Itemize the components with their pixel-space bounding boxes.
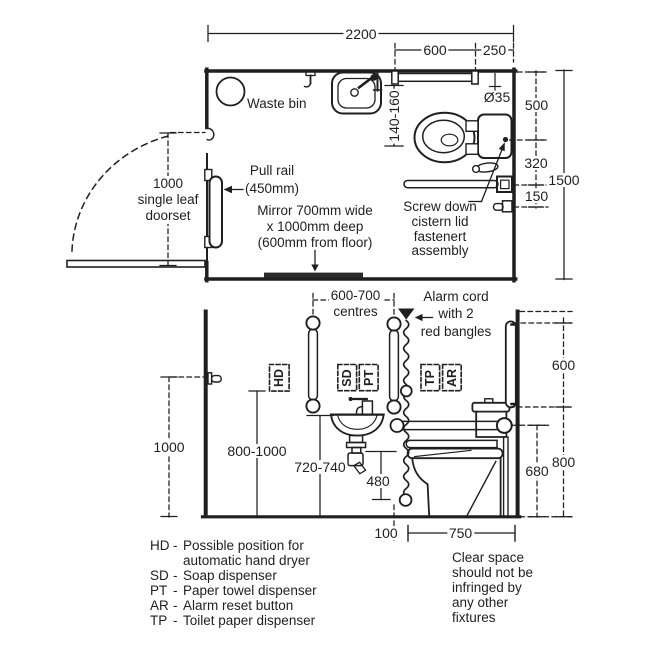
legend-row-sd: SD-Soap dispenser [150,567,277,583]
dim-overall-width: 2200 [343,25,379,42]
hand-dryer-box-label: HD [272,368,287,388]
pull-rail-label: Pull rail (450mm) [244,163,300,196]
waste-bin-icon [215,76,246,107]
legend: HD-Possible position for automatic hand … [150,538,317,628]
pull-rail-icon [204,168,223,249]
dim-elev-600: 600 [549,357,578,373]
mirror-label: Mirror 700mm wide x 1000mm deep (600mm f… [257,202,373,251]
legend-row-ar: AR-Alarm reset button [150,597,294,613]
dim-rail-height: 800-1000 [225,443,289,459]
clear-space-note: Clear space should not be infringed by a… [452,549,534,625]
paper-towel-box-label: PT [361,369,376,386]
alarm-reset-box-label: AR [444,368,459,387]
plan-walls [204,67,518,283]
soap-dispenser-box-label: SD [340,368,355,387]
centres-dim-label: 600-700 centres [328,287,383,321]
drop-down-rail-plan-icon [403,175,513,213]
door-label: 1000 single leaf doorset [135,175,201,224]
vertical-grab-rails-icon [305,315,402,415]
legend-row-pt: PT-Paper towel dispenser [150,582,317,598]
alarm-cord-label: Alarm cord with 2 red bangles [420,289,492,339]
wall-rail-elevation-icon [504,320,519,409]
fixture-position-boxes [268,363,463,392]
dim-cord-height: 480 [364,473,392,489]
toilet-paper-box-label: TP [423,369,438,386]
dim-elev-680: 680 [523,463,551,479]
dim-rail-diameter: Ø35 [483,89,511,105]
basin-plan-icon [331,70,383,115]
legend-row-tp: TP-Toilet paper dispenser [150,612,316,628]
drop-down-rail-elevation-icon [389,417,513,449]
dim-pan-gap: 140-160 [386,88,402,144]
dim-corner: 250 [480,42,509,58]
grab-rail-600-icon [391,70,502,91]
dim-clear-100: 100 [372,525,400,541]
mirror-icon [264,272,363,278]
toilet-plan-icon [413,111,513,174]
toilet-elevation-icon [406,398,511,517]
dim-right-500: 500 [522,97,551,113]
dim-basin-height: 720-740 [292,458,348,475]
dim-right-320: 320 [522,155,550,171]
alarm-cord-icon [398,308,434,507]
dim-right-150: 150 [522,188,551,204]
plan-leader-arrows [223,142,505,272]
dim-door-handle-height: 1000 [151,439,187,455]
legend-row-hd-cont: automatic hand dryer [183,552,310,568]
dim-elev-800: 800 [549,454,578,470]
basin-elevation-icon [329,396,385,475]
dim-rail-offset: 600 [421,42,449,58]
legend-row-hd: HD-Possible position for [150,537,304,553]
dim-overall-depth: 1500 [546,172,582,188]
cistern-lid-label: Screw down cistern lid fastenert assembl… [403,199,477,259]
coat-hook-icon [303,70,316,88]
waste-bin-label: Waste bin [247,96,307,111]
dim-clear-750: 750 [446,525,475,541]
